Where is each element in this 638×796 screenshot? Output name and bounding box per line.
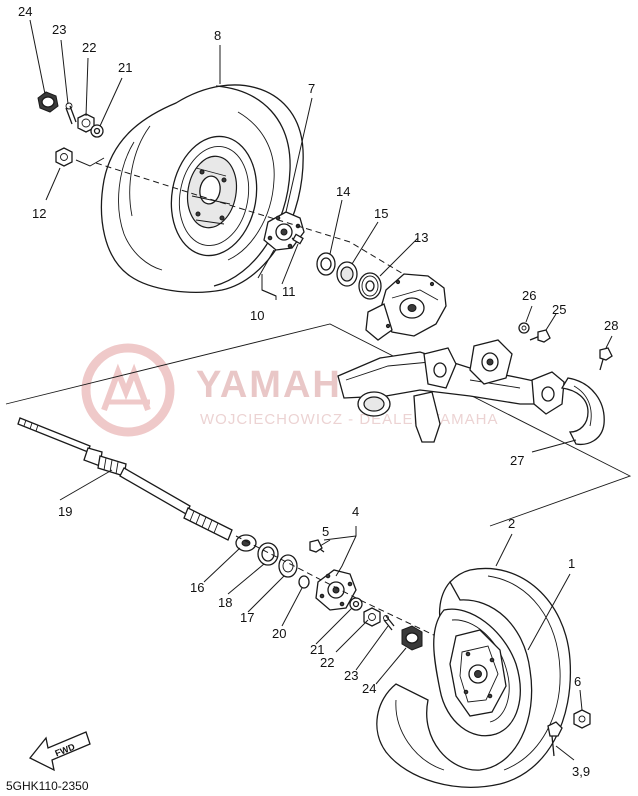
diagram-code: 5GHK110-2350	[6, 779, 89, 793]
callout-25: 25	[552, 302, 566, 317]
forward-direction-arrow: FWD	[28, 731, 91, 772]
watermark-dealer-line: WOJCIECHOWICZ - DEALER YAMAHA	[200, 411, 498, 428]
tire-upper	[100, 84, 304, 293]
callout-18: 18	[218, 595, 232, 610]
callout-28: 28	[604, 318, 618, 333]
axle-centerline-upper	[95, 162, 441, 297]
wheel-nut-upper	[55, 147, 105, 167]
callout-7: 7	[308, 81, 315, 96]
washer-26	[518, 322, 530, 334]
callout-13: 13	[414, 230, 428, 245]
callout-21-upper: 21	[118, 60, 132, 75]
callout-10: 10	[250, 308, 264, 323]
hub-bolt-lower	[309, 539, 325, 553]
callout-3-9: 3,9	[572, 764, 590, 779]
callout-27: 27	[510, 453, 524, 468]
o-ring-20	[298, 575, 310, 589]
callout-22-upper: 22	[82, 40, 96, 55]
washer-upper	[90, 124, 104, 138]
callout-24-upper: 24	[18, 4, 32, 19]
callout-14: 14	[336, 184, 350, 199]
cotter-pin-lower	[383, 615, 395, 631]
callout-15: 15	[374, 206, 388, 221]
cotter-pin-upper	[65, 102, 77, 125]
brake-disc-guard	[560, 377, 605, 446]
callout-26: 26	[522, 288, 536, 303]
callout-24-lower: 24	[362, 681, 376, 696]
callout-23-lower: 23	[344, 668, 358, 683]
collar-18	[257, 542, 279, 566]
oil-seal-14	[316, 252, 336, 276]
assembly-plane-outline	[5, 323, 632, 527]
axle-nut-lower	[401, 625, 423, 651]
yamaha-logo-watermark	[81, 343, 175, 437]
bearing-13	[358, 272, 382, 300]
callout-23-upper: 23	[52, 22, 66, 37]
callout-8: 8	[214, 28, 221, 43]
nut-22-lower	[363, 607, 381, 627]
callout-5: 5	[322, 524, 329, 539]
callout-21-lower: 21	[310, 642, 324, 657]
rear-axle-carrier-assembly	[337, 273, 565, 443]
hub-bolt-upper	[291, 233, 304, 245]
callout-12: 12	[32, 206, 46, 221]
callout-20: 20	[272, 626, 286, 641]
callout-1: 1	[568, 556, 575, 571]
tire-lower	[376, 567, 572, 788]
wheel-nut-6	[573, 709, 591, 729]
callout-16: 16	[190, 580, 204, 595]
callout-6: 6	[574, 674, 581, 689]
axle-nut-upper	[37, 91, 59, 113]
bolt-28	[599, 347, 613, 371]
callout-4: 4	[352, 504, 359, 519]
callout-numbers: 24 23 22 21 12 8 7 11 10 14 15 13 26 25 …	[18, 4, 618, 779]
callout-2: 2	[508, 516, 515, 531]
callout-19: 19	[58, 504, 72, 519]
leader-lines	[29, 19, 613, 761]
bolt-25	[529, 329, 551, 343]
callout-17: 17	[240, 610, 254, 625]
wheel-hub-lower	[315, 569, 357, 611]
valve-stem	[547, 721, 563, 757]
collar-15	[336, 261, 358, 287]
callout-22-lower: 22	[320, 655, 334, 670]
rear-axle-shaft	[17, 417, 233, 541]
callout-11: 11	[282, 284, 296, 299]
